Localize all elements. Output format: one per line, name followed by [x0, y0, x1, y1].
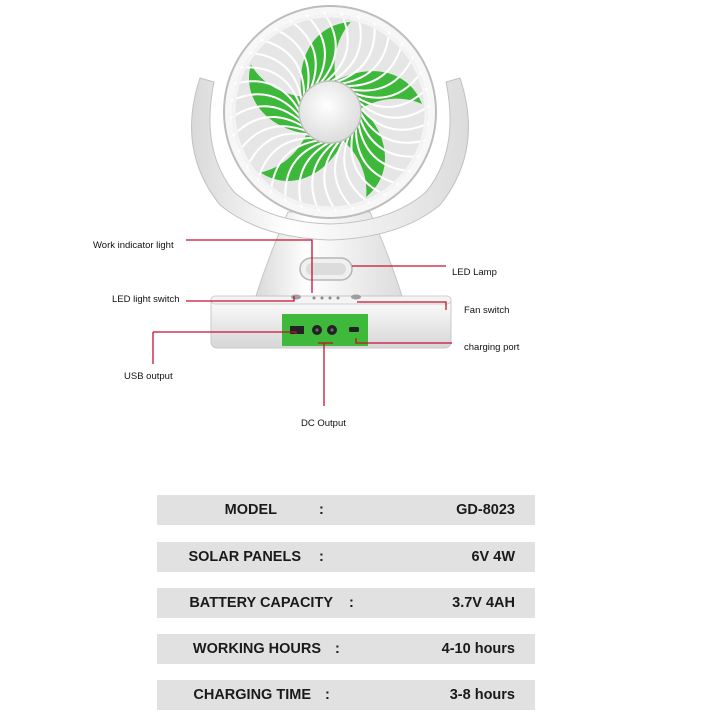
spec-value: GD-8023 [456, 502, 515, 518]
spec-value: 3.7V 4AH [452, 595, 515, 611]
grille-wire [323, 139, 342, 213]
grille-wire [284, 140, 326, 202]
fan-yoke [191, 77, 469, 241]
grille-wire [232, 116, 305, 137]
grille-wire [349, 56, 415, 92]
callout-usb-output: USB output [124, 371, 173, 382]
grille-wire [334, 137, 355, 210]
spec-colon: : [325, 687, 330, 703]
grille-wire [318, 11, 337, 85]
port-panel [282, 314, 368, 346]
grille-wire [245, 132, 311, 168]
spec-label: WORKING HOURS [192, 641, 321, 657]
grille-ring [232, 14, 428, 210]
grille-wire [350, 131, 386, 197]
grille-wire [358, 116, 420, 158]
spec-colon: : [349, 595, 354, 611]
spec-label: BATTERY CAPACITY [189, 595, 333, 611]
spec-row-solar-panels: SOLAR PANELS : 6V 4W [157, 542, 535, 572]
grille-wire [324, 12, 349, 84]
grille-wire [343, 134, 371, 205]
callout-led-light-switch: LED light switch [112, 294, 180, 305]
grille-wire [354, 126, 400, 186]
grille-wire [358, 106, 430, 131]
grille-wire [229, 105, 303, 124]
spec-value: 3-8 hours [449, 687, 515, 703]
callout-fan-switch: Fan switch [464, 305, 510, 316]
grille-wire [352, 71, 423, 99]
fan-switch-button[interactable] [351, 294, 361, 300]
spec-value: 6V 4W [471, 549, 515, 565]
grille-wire [249, 51, 303, 102]
grille-wire [334, 22, 376, 84]
spec-label: CHARGING TIME [193, 687, 311, 703]
spec-row-working-hours: WORKING HOURS : 4-10 hours [157, 634, 535, 664]
grille-wire [256, 136, 316, 182]
grille-wire [340, 31, 391, 85]
grille-wire [230, 93, 302, 118]
spec-label: MODEL [224, 502, 277, 518]
spec-row-charging-time: CHARGING TIME : 3-8 hours [157, 680, 535, 710]
spec-colon: : [319, 502, 324, 518]
grille-wire [329, 15, 362, 83]
callout-charging-port: charging port [464, 342, 520, 353]
grille-wire [260, 38, 306, 98]
grille-wire [289, 19, 317, 90]
spec-row-model: MODEL : GD-8023 [157, 495, 535, 525]
spec-value: 4-10 hours [441, 641, 515, 657]
usb-port[interactable] [290, 326, 304, 334]
fan-hub [298, 80, 362, 144]
fan-grille [229, 11, 431, 213]
grille-wire [269, 139, 320, 193]
grille-wire [344, 42, 404, 88]
grille-wire [359, 111, 427, 144]
callout-dc-output: DC Output [301, 418, 346, 429]
spec-label: SOLAR PANELS [188, 549, 301, 565]
product-diagram [152, 5, 469, 406]
spec-colon: : [335, 641, 340, 657]
grille-wire [298, 141, 331, 209]
grille-wire [355, 87, 428, 108]
fan-head [223, 5, 437, 219]
grille-wire [305, 14, 326, 87]
grille-wire [233, 80, 301, 113]
grille-wire [357, 100, 431, 119]
charging-port[interactable] [349, 327, 359, 332]
grille-wire [240, 66, 302, 108]
callout-work-indicator-light: Work indicator light [93, 240, 174, 251]
grille-wire [357, 122, 411, 173]
led-light-switch-button[interactable] [291, 294, 301, 300]
spec-row-battery-capacity: BATTERY CAPACITY : 3.7V 4AH [157, 588, 535, 618]
led-lamp [299, 257, 353, 281]
grille-wire [237, 125, 308, 153]
grille-wire [311, 140, 336, 212]
grille-wire [274, 27, 310, 93]
work-indicator-dots [312, 296, 340, 300]
spec-colon: : [319, 549, 324, 565]
callout-lines [152, 239, 452, 406]
callout-led-lamp: LED Lamp [452, 267, 497, 278]
